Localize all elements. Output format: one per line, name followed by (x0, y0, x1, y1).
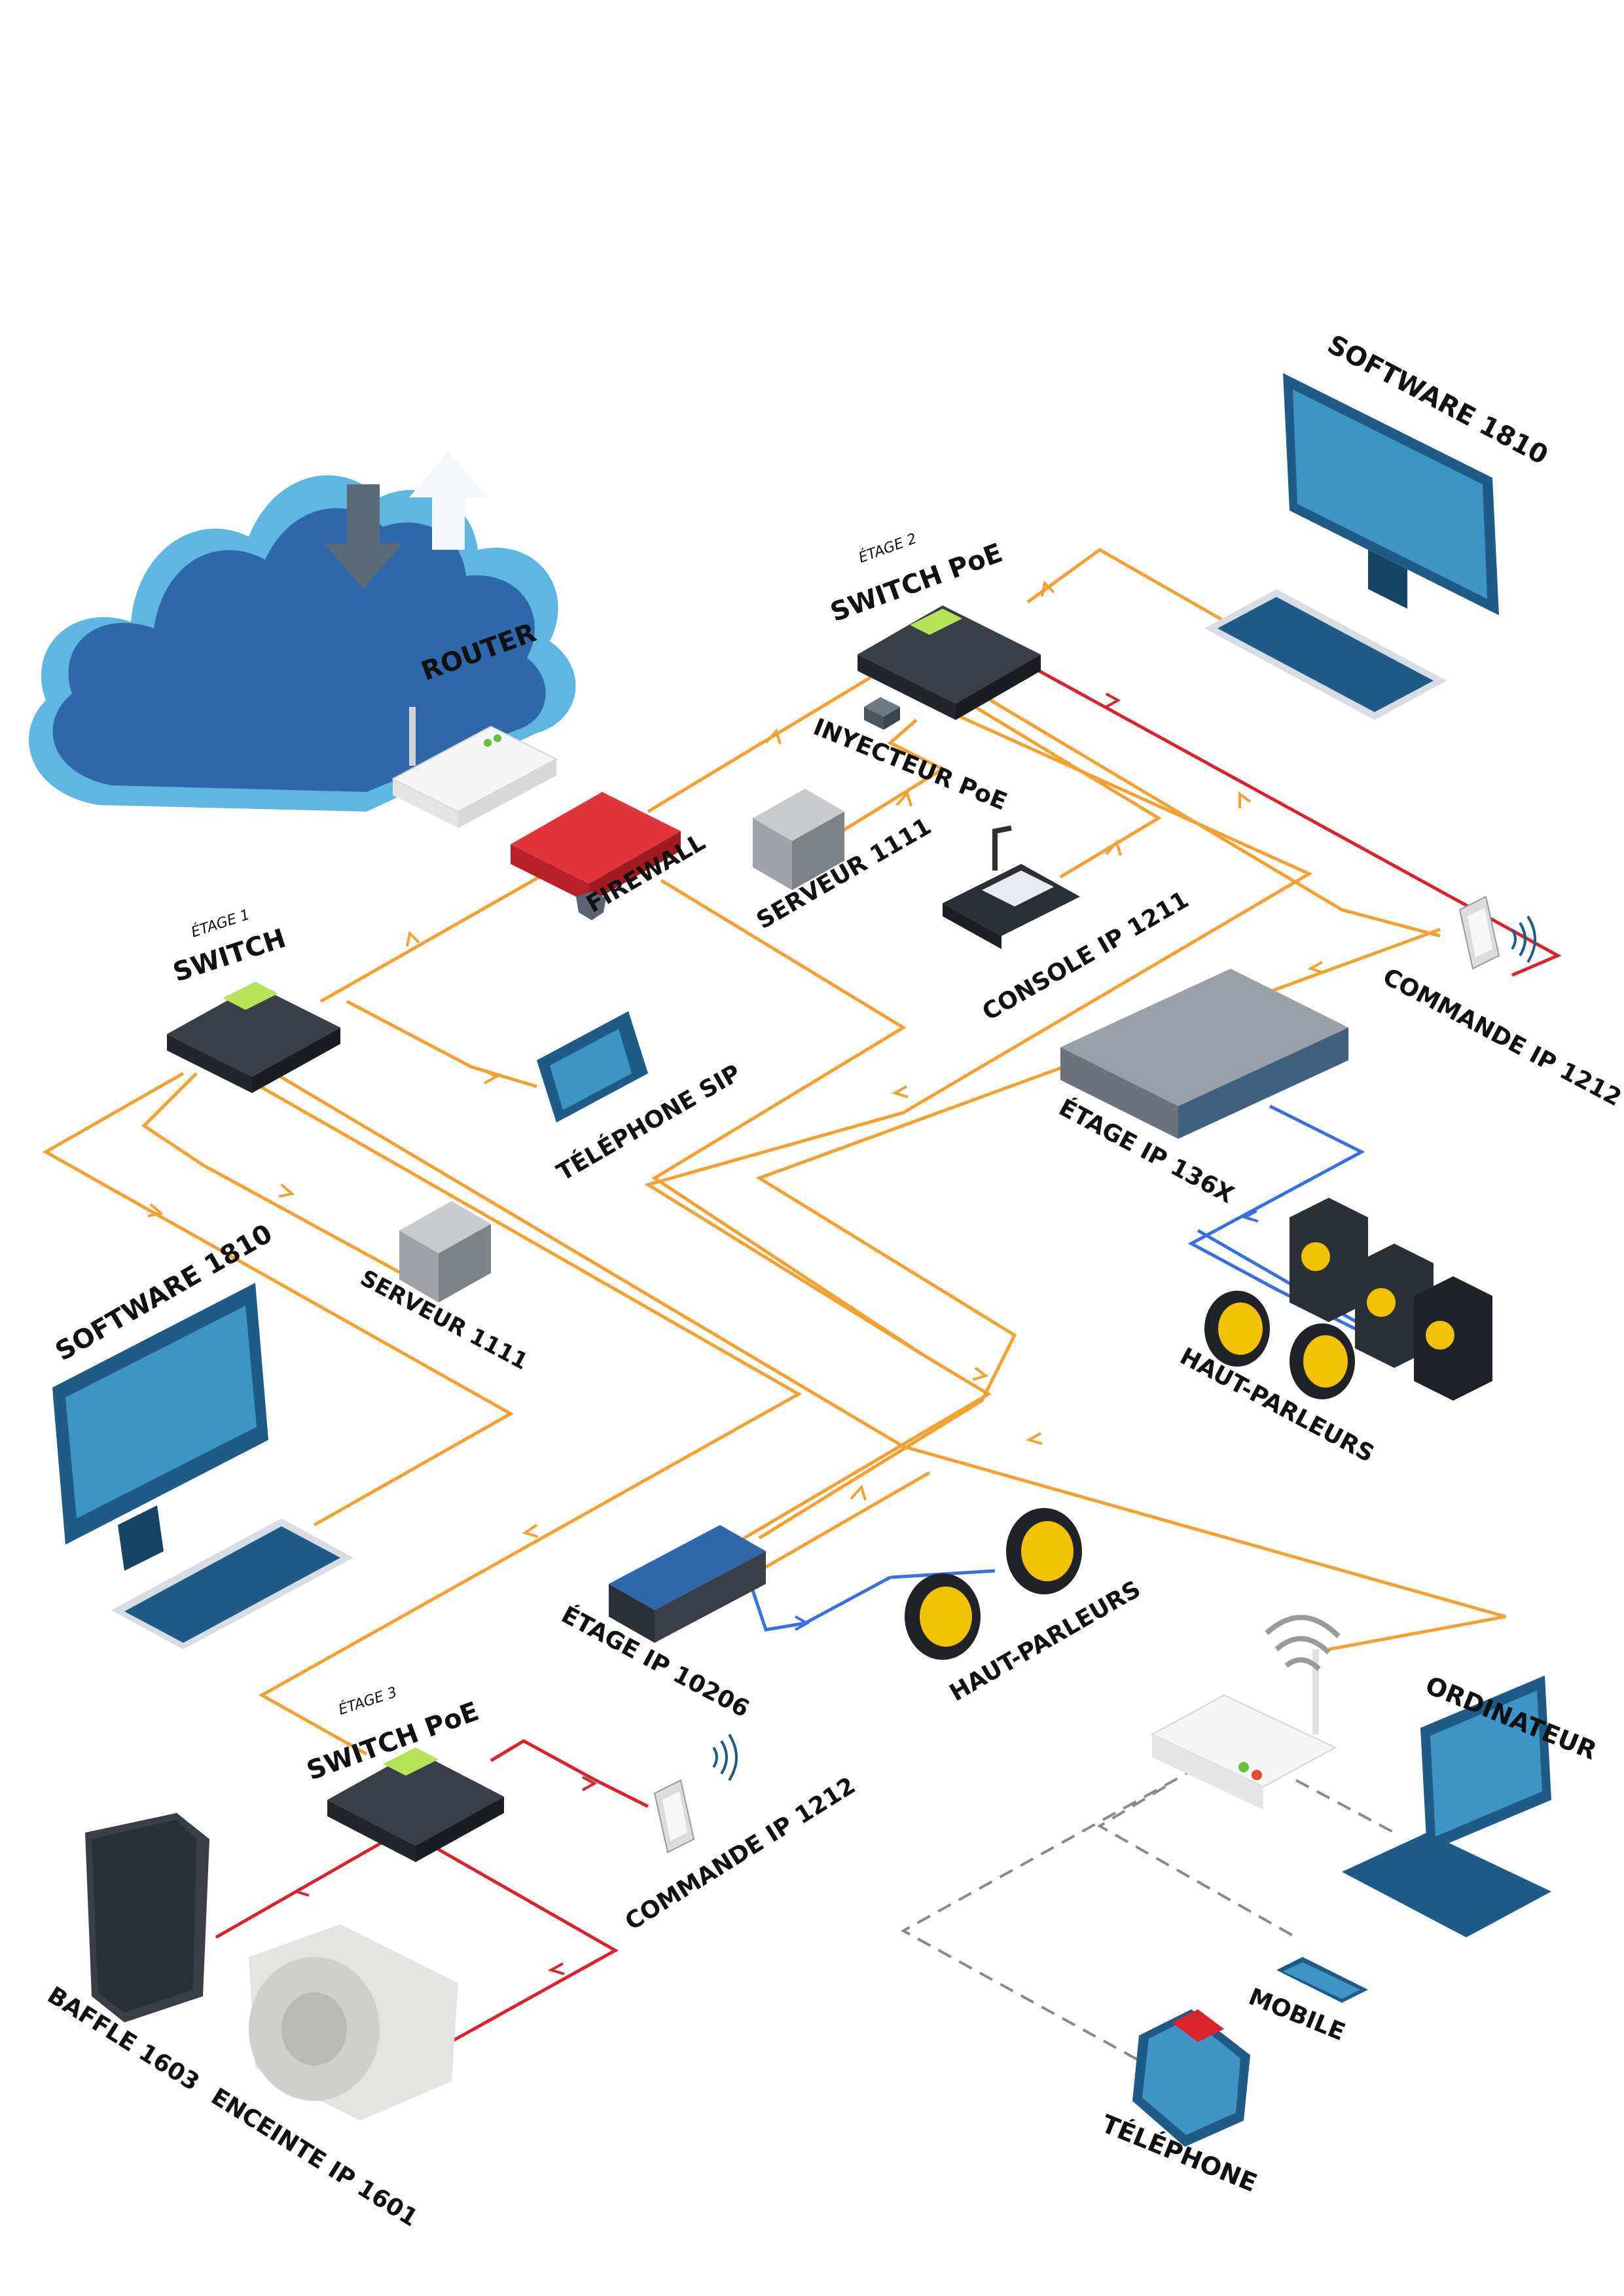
link-etage1-serveur (141, 1072, 420, 1285)
label-commande-top: COMMANDE IP 1212 (1379, 963, 1624, 1112)
ordinateur-laptop-icon (1342, 1676, 1551, 1937)
software-top-computer-icon (1204, 373, 1499, 720)
red-chevrons (292, 692, 1121, 1975)
serveur-left-icon (399, 1201, 491, 1302)
dashed-links (900, 1766, 1395, 2076)
commande-ip-bottom-icon (653, 1779, 695, 1854)
software-left-computer-icon (52, 1283, 353, 1649)
cloud-icon (29, 452, 576, 812)
mobile-icon (1276, 1957, 1368, 2003)
wifi-signal-icon (1511, 915, 1536, 963)
etage-ip-10206-icon (609, 1525, 766, 1643)
speakers-right-icon (1204, 1198, 1492, 1401)
link-etage1-wifi (274, 1071, 1506, 1651)
orange-links (42, 548, 1506, 1756)
link-firewall-switchpoe2 (647, 675, 872, 814)
blue-chevrons (795, 1210, 1259, 1631)
router-icon (391, 707, 558, 828)
baffle-speaker-icon (85, 1813, 209, 2022)
speakers-mid-icon (905, 1508, 1082, 1660)
enceinte-horn-icon (249, 1924, 458, 2121)
telephone-icon (1132, 2009, 1250, 2147)
link-etage1-telephone (346, 999, 537, 1088)
label-switch-left: SWITCH (170, 924, 289, 988)
link-10206 (758, 1471, 931, 1573)
link-switchpoe2-injecteur (887, 719, 944, 771)
label-etage2: ÉTAGE 2 (856, 530, 919, 567)
link-switchpoe2-etage136 (643, 695, 1313, 1357)
link-firewall-down (651, 878, 992, 1547)
wifi-signal-bottom-icon (712, 1733, 738, 1782)
download-arrow-icon (324, 484, 403, 589)
etage-ip-136x-icon (1060, 969, 1348, 1139)
console-ip-icon (943, 825, 1080, 949)
serveur-top-icon (753, 789, 844, 890)
link-etage1-switch3 (247, 1078, 803, 1756)
switch-etage1-icon (167, 982, 340, 1093)
shield-icon (576, 891, 606, 920)
link-etage1-software (42, 1071, 514, 1527)
firewall-icon (511, 792, 681, 903)
label-etage3: ÉTAGE 3 (336, 1683, 399, 1718)
link-switchpoe2-commande (967, 685, 1441, 938)
label-switch-poe-top: SWITCH PoE (827, 538, 1007, 628)
link-switchpoe2-console (941, 685, 1162, 879)
telephone-sip-icon (537, 1011, 648, 1122)
injecteur-poe-icon (864, 697, 900, 730)
switch-poe-etage2-icon (857, 605, 1041, 720)
link-firewall-etage1switch (319, 865, 558, 1003)
switch-poe-etage3-icon (327, 1748, 504, 1862)
commande-ip-top-icon (1458, 895, 1500, 970)
link-switchpoe2-software (1026, 548, 1238, 630)
link-injecteur-serveur (830, 767, 944, 840)
wifi-waves-icon (1265, 1615, 1341, 1671)
upload-arrow-icon (409, 452, 488, 550)
